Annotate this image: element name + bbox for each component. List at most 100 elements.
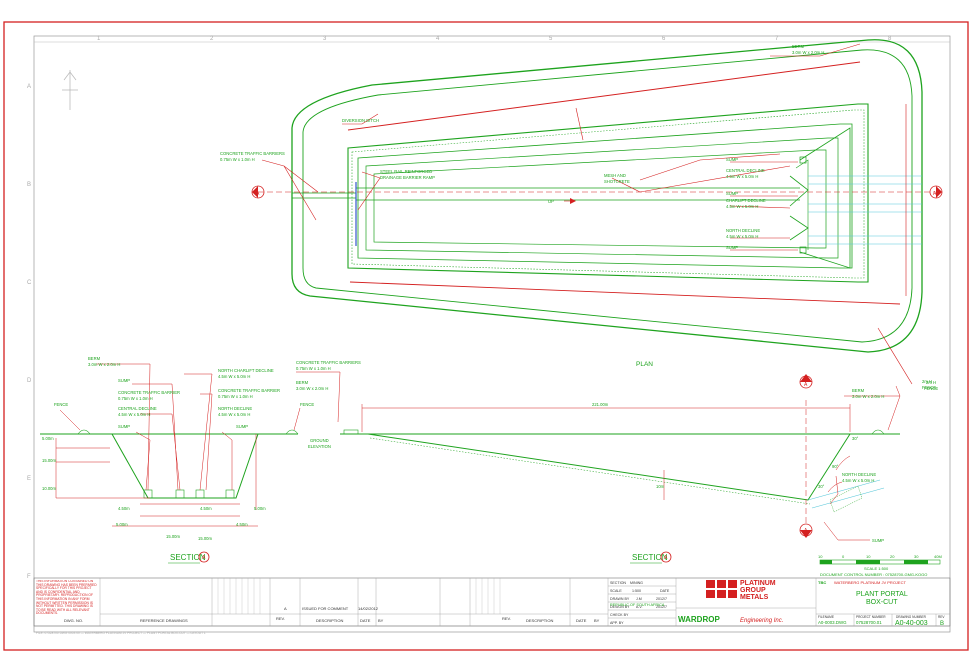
label-up: UP [548, 199, 554, 204]
section-right-title: SECTION A [630, 551, 672, 564]
tb-date-2: DATE [576, 618, 587, 623]
dim-width-3: 15.00m [166, 534, 180, 539]
tb-date2-label: DATE [660, 589, 670, 593]
sec-label-concrete-dim: 0.75m W x 1.0m H [118, 396, 153, 401]
company-line-3: METALS [740, 594, 769, 601]
inner-frame [33, 35, 951, 633]
dim-width-7: 5.00m [254, 506, 266, 511]
label-north: NORTH DECLINE [726, 228, 760, 233]
tb-by-2: BY [594, 618, 600, 623]
company-line-1: PLATINUM [740, 580, 776, 587]
label-charlift: CHARLIFT DECLINE [726, 198, 766, 203]
section-title-text: SECTION [632, 553, 668, 562]
sec-label-ground: GROUND [310, 438, 329, 443]
tb-rev-val: B [940, 621, 944, 627]
tb-description-2: DESCRIPTION [526, 618, 553, 623]
sec-label-fence: FENCE [54, 402, 68, 407]
label-steel-rail: STEEL RAIL REINFORCED [380, 169, 432, 174]
tb-date-val: 14/02/2012 [358, 606, 379, 611]
label-fence-h: 2m H [922, 379, 932, 384]
section-marker-letter: A [933, 191, 937, 197]
sec-label-north: NORTH DECLINE [218, 406, 252, 411]
grid-number: 7 [775, 36, 779, 42]
tb-design-val: A.V. [636, 605, 642, 609]
tb-scale-val: 1:500 [632, 589, 641, 593]
sec-label-sump: SUMP [118, 378, 130, 383]
section-marker-plan-right: A [929, 185, 943, 199]
tb-drawing-no: A0-40-003 [895, 620, 928, 627]
section-right-view: A A 221.00m BERM 3.0m W x 2.0m H 2m H FE… [340, 374, 938, 564]
sec-r-fence-h: 2m H [926, 380, 936, 385]
label-fence: FENCE [922, 385, 936, 390]
sec-label-berm2-dim: 3.0m W x 2.0m H [296, 386, 328, 391]
sec-label-ground2: ELEVATION [308, 444, 331, 449]
sec-r-sump: SUMP [872, 538, 884, 543]
plan-inner-berm [302, 49, 913, 343]
sec-label-concrete-top-dim: 0.75m W x 1.0m H [296, 366, 331, 371]
label-berm-dim: 3.0m W x 2.0m H [792, 50, 824, 55]
sec-r-berm-dim: 3.0m W x 2.0m H [852, 394, 884, 399]
sec-r-berm: BERM [852, 388, 865, 393]
title-block: THIS INFORMATION CONTAINED ON THIS DRAWI… [33, 577, 951, 627]
section-marker-section-top: A [799, 374, 813, 389]
sec-r-fence: FENCE [924, 386, 938, 391]
label-sump-3: SUMP [726, 245, 738, 250]
sec-r-dim-v: 10m [656, 484, 665, 489]
dim-depth-1: 5.00m [42, 436, 54, 441]
label-steel-rail-2: DRAINAGE BARRIER RAMP [380, 175, 435, 180]
platinum-group-logo-icon: PLATINUM GROUP METALS [706, 580, 776, 601]
section-marker-letter: A [804, 528, 808, 534]
tb-description: DESCRIPTION [316, 618, 343, 623]
grid-number: 5 [549, 36, 553, 42]
wardrop-engineering: Engineering Inc. [740, 618, 783, 624]
dim-width-6: 4.50m [236, 522, 248, 527]
sec-label-berm-dim: 3.0m W x 2.0m H [88, 362, 120, 367]
sec-label-sump-left: SUMP [118, 424, 130, 429]
sec-r-north: NORTH DECLINE [842, 472, 876, 477]
tb-country: REPUBLIC OF SOUTH AFRICA [610, 603, 665, 607]
tb-rev-label: REV [938, 615, 945, 619]
sec-label-central: CENTRAL DECLINE [118, 406, 157, 411]
section-left-title: SECTION A [168, 551, 210, 564]
plan-outer-berm [291, 39, 923, 353]
label-concrete-barriers-dim: 0.75m W x 1.0m H [220, 157, 255, 162]
tb-rev-no: A [284, 606, 287, 611]
sec-r-angle-2: 90° [832, 464, 839, 469]
sec-label-north-charlift-dim: 4.5m W x 5.0m H [218, 374, 250, 379]
sec-r-angle-1: 30° [852, 436, 859, 441]
label-central: CENTRAL DECLINE [726, 168, 765, 173]
tb-drawing-title-2: BOX-CUT [866, 599, 898, 606]
tb-approved-label: APP. BY [610, 621, 624, 625]
grid-letter: A [27, 84, 31, 90]
sec-label-north-dim: 4.5m W x 5.0m H [218, 412, 250, 417]
tb-drawn-val: J.M [636, 597, 642, 601]
sec-label-berm2: BERM [296, 380, 309, 385]
sec-r-angle-3: 30° [818, 484, 825, 489]
grid-number: 1 [97, 36, 101, 42]
sec-label-concrete: CONCRETE TRAFFIC BARRIER [118, 390, 180, 395]
scale-tick: 10 [866, 554, 871, 559]
label-diversion: DIVERSION DITCH [342, 118, 379, 123]
section-marker-plan-left: A [251, 185, 265, 199]
notice-text: THIS INFORMATION CONTAINED ON THIS DRAWI… [36, 580, 97, 616]
sec-label-concrete2: CONCRETE TRAFFIC BARRIER [218, 388, 280, 393]
scale-tick: 0 [842, 554, 845, 559]
grid-letter: C [27, 280, 32, 286]
dim-width-4: 15.00m [198, 536, 212, 541]
grid-numbers: 1 2 3 4 5 6 7 8 [97, 36, 892, 42]
tb-section-label: SECTION [610, 581, 626, 585]
label-concrete-barriers: CONCRETE TRAFFIC BARRIERS [220, 151, 285, 156]
sec-label-north-charlift: NORTH CHARLIFT DECLINE [218, 368, 274, 373]
dim-width-2: 5.00m [116, 522, 128, 527]
tb-design-date: 2012/7 [656, 605, 667, 609]
tb-drawn-date: 2012/7 [656, 597, 667, 601]
grid-letter: D [27, 378, 32, 384]
grid-number: 3 [323, 36, 327, 42]
label-sump-1: SUMP [726, 157, 738, 162]
sec-r-length: 221.00m [592, 402, 609, 407]
tb-project: WATERBERG PLATINUM JV PROJECT [834, 580, 906, 585]
sec-label-sump-right: SUMP [236, 424, 248, 429]
plan-view: A A BERM 3.0m W x 2.0m H DIVERSION DITCH… [220, 39, 943, 390]
grid-letter: E [27, 476, 31, 482]
